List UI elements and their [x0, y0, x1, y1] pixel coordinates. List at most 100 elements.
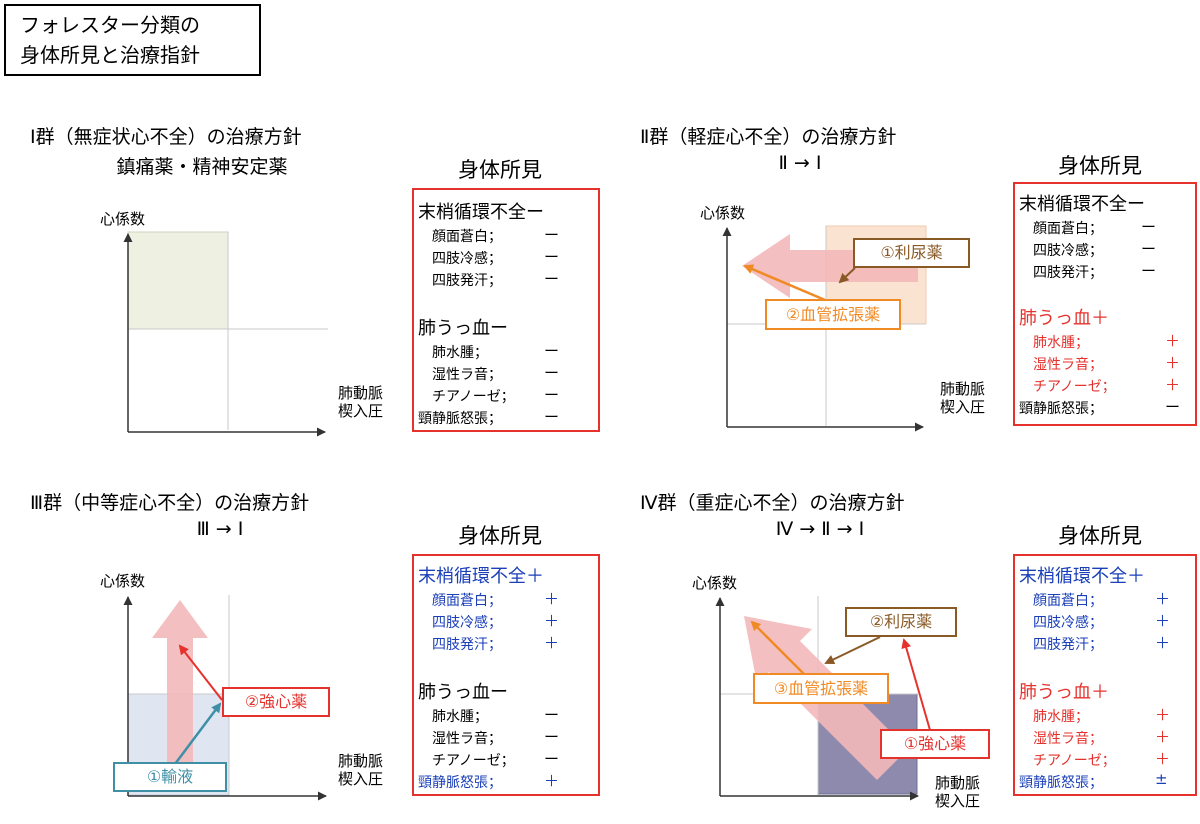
q2-c-label-1: 湿性ラ音； — [1033, 357, 1103, 373]
q4-p-value-0: ＋ — [1155, 590, 1171, 608]
q1-perfusion-header: 末梢循環不全ー — [418, 202, 544, 223]
q2-p-value-2: ー — [1141, 262, 1157, 280]
q1-findings-label: 身体所見 — [458, 158, 542, 182]
q4-y-axis-label: 心係数 — [692, 574, 738, 592]
q4-tag-vasodilator: ③血管拡張薬 — [753, 673, 889, 704]
q3-subtitle: Ⅲ → Ⅰ — [196, 518, 244, 540]
q3-big-arrow — [152, 600, 208, 780]
q2-findings-label: 身体所見 — [1058, 154, 1142, 178]
q1-p-value-0: ー — [544, 226, 560, 244]
q1-p-label-1: 四肢冷感； — [432, 251, 502, 267]
q1-x-axis-label-2: 楔入圧 — [338, 402, 384, 420]
q3-title: Ⅲ群（中等症心不全）の治療方針 — [30, 492, 310, 514]
q4-c-label-2: チアノーゼ； — [1033, 753, 1116, 769]
q3-c-value-2: ー — [544, 750, 560, 768]
q1-p-label-2: 四肢発汗； — [432, 273, 502, 289]
title-box: フォレスター分類の 身体所見と治療指針 — [4, 4, 261, 76]
q3-c-label-2: チアノーゼ； — [432, 753, 515, 769]
q2-tag-vasodilator: ②血管拡張薬 — [765, 299, 901, 330]
q2-c-value-0: ＋ — [1165, 332, 1181, 350]
q4-subtitle: Ⅳ → Ⅱ → Ⅰ — [775, 518, 865, 540]
q1-p-value-1: ー — [544, 248, 560, 266]
q3-x-axis-label-1: 肺動脈 — [338, 752, 384, 770]
q4-arrow-vasodilator — [750, 620, 813, 683]
q2-c-label-0: 肺水腫； — [1033, 335, 1089, 351]
q3-c-value-0: ー — [544, 706, 560, 724]
q3-p-label-2: 四肢発汗； — [432, 637, 502, 653]
q3-c-label-3: 頸静脈怒張； — [418, 775, 502, 791]
q4-tag-diuretic: ②利尿薬 — [845, 607, 957, 637]
q4-tag-inotrope: ①強心薬 — [880, 729, 990, 759]
q2-x-axis-label-1: 肺動脈 — [940, 380, 986, 398]
q4-findings-label: 身体所見 — [1058, 524, 1142, 548]
q1-title: Ⅰ群（無症状心不全）の治療方針 — [30, 126, 302, 148]
q3-p-label-1: 四肢冷感； — [432, 615, 502, 631]
q1-c-label-0: 肺水腫； — [432, 345, 488, 361]
q3-c-label-1: 湿性ラ音； — [432, 731, 502, 747]
q2-p-value-1: ー — [1141, 240, 1157, 258]
q1-c-label-1: 湿性ラ音； — [432, 367, 502, 383]
q3-c-label-0: 肺水腫； — [432, 709, 488, 725]
q4-c-value-0: ＋ — [1155, 706, 1171, 724]
q2-x-axis-label-2: 楔入圧 — [940, 398, 986, 416]
title-line-1: フォレスター分類の — [20, 13, 200, 37]
q3-y-axis-label: 心係数 — [100, 572, 146, 590]
q4-c-label-3: 頸静脈怒張； — [1019, 775, 1103, 791]
q3-p-value-1: ＋ — [544, 612, 560, 630]
q4-c-label-0: 肺水腫； — [1033, 709, 1089, 725]
q3-perfusion-header: 末梢循環不全＋ — [418, 566, 544, 587]
q2-findings-box: 末梢循環不全ー 顔面蒼白； ー 四肢冷感； ー 四肢発汗； ー 肺うっ血＋ 肺水… — [1013, 182, 1197, 426]
q4-findings-box: 末梢循環不全＋ 顔面蒼白； ＋ 四肢冷感； ＋ 四肢発汗； ＋ 肺うっ血＋ 肺水… — [1013, 554, 1197, 796]
q1-congestion-header: 肺うっ血ー — [418, 318, 508, 339]
q4-arrow-inotrope — [901, 638, 933, 738]
q2-arrow-vasodilator — [743, 264, 826, 302]
q2-c-value-3: ー — [1165, 398, 1181, 416]
q4-c-value-3: ± — [1155, 770, 1168, 788]
q4-x-axis-label-1: 肺動脈 — [935, 774, 981, 792]
q1-graph — [123, 231, 328, 437]
q3-congestion-header: 肺うっ血ー — [418, 682, 508, 703]
q2-p-label-0: 顔面蒼白； — [1033, 221, 1103, 237]
q1-subtitle: 鎮痛薬・精神安定薬 — [116, 156, 288, 178]
q4-p-label-1: 四肢冷感； — [1033, 615, 1103, 631]
q3-findings-box: 末梢循環不全＋ 顔面蒼白； ＋ 四肢冷感； ＋ 四肢発汗； ＋ 肺うっ血ー 肺水… — [412, 554, 600, 796]
q3-findings-label: 身体所見 — [458, 524, 542, 548]
q2-p-value-0: ー — [1141, 218, 1157, 236]
q2-x-axis-label: 肺動脈 楔入圧 — [940, 380, 985, 416]
q1-c-value-3: ー — [544, 408, 560, 426]
q1-c-value-2: ー — [544, 386, 560, 404]
q4-c-value-1: ＋ — [1155, 728, 1171, 746]
q4-title: Ⅳ群（重症心不全）の治療方針 — [640, 492, 905, 514]
q4-congestion-header: 肺うっ血＋ — [1019, 682, 1109, 703]
q3-tag-fluid: ①輸液 — [113, 762, 227, 792]
q2-subtitle: Ⅱ → Ⅰ — [778, 152, 822, 174]
q3-x-axis-label-2: 楔入圧 — [338, 770, 384, 788]
q4-p-value-1: ＋ — [1155, 612, 1171, 630]
q1-findings-box: 末梢循環不全ー 顔面蒼白； ー 四肢冷感； ー 四肢発汗； ー 肺うっ血ー 肺水… — [412, 188, 600, 432]
q3-arrow-fluid — [171, 702, 222, 769]
q2-p-label-2: 四肢発汗； — [1033, 265, 1103, 281]
q3-x-axis-label: 肺動脈 楔入圧 — [338, 752, 383, 788]
q4-arrow-diuretic — [824, 636, 881, 665]
q3-p-value-0: ＋ — [544, 590, 560, 608]
q2-c-value-2: ＋ — [1165, 376, 1181, 394]
q4-p-label-0: 顔面蒼白； — [1033, 593, 1103, 609]
q1-c-label-3: 頸静脈怒張； — [418, 411, 502, 427]
q3-p-value-2: ＋ — [544, 634, 560, 652]
q1-c-value-1: ー — [544, 364, 560, 382]
title-line-2: 身体所見と治療指針 — [20, 43, 200, 67]
q1-x-axis-label: 肺動脈 楔入圧 — [338, 384, 383, 420]
q1-x-axis-label-1: 肺動脈 — [338, 384, 384, 402]
q3-arrow-inotrope — [178, 644, 223, 701]
q1-y-axis-label: 心係数 — [100, 210, 146, 228]
q4-perfusion-header: 末梢循環不全＋ — [1019, 566, 1145, 587]
q4-p-label-2: 四肢発汗； — [1033, 637, 1103, 653]
q3-c-value-3: ＋ — [544, 772, 560, 790]
q4-p-value-2: ＋ — [1155, 634, 1171, 652]
q1-c-value-0: ー — [544, 342, 560, 360]
q2-arrow-diuretic — [838, 267, 856, 284]
q2-p-label-1: 四肢冷感； — [1033, 243, 1103, 259]
q4-x-axis-label-2: 楔入圧 — [935, 792, 981, 810]
q4-x-axis-label: 肺動脈 楔入圧 — [935, 774, 980, 810]
q2-y-axis-label: 心係数 — [700, 204, 746, 222]
